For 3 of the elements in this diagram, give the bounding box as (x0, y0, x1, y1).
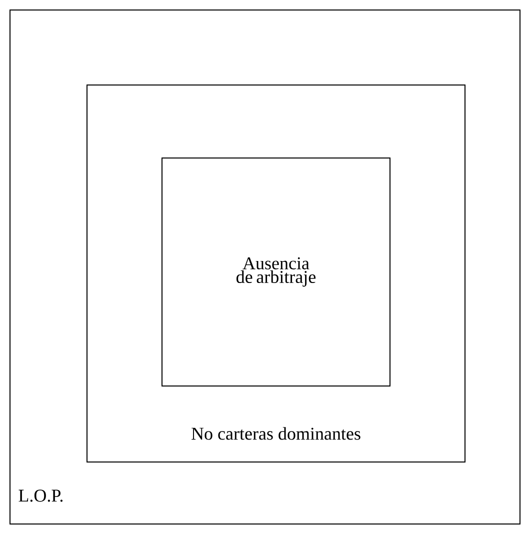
region-label: Ausencia de arbitraje (236, 257, 316, 287)
region-label: L.O.P. (18, 490, 63, 502)
region-label: No carteras dominantes (192, 427, 360, 440)
